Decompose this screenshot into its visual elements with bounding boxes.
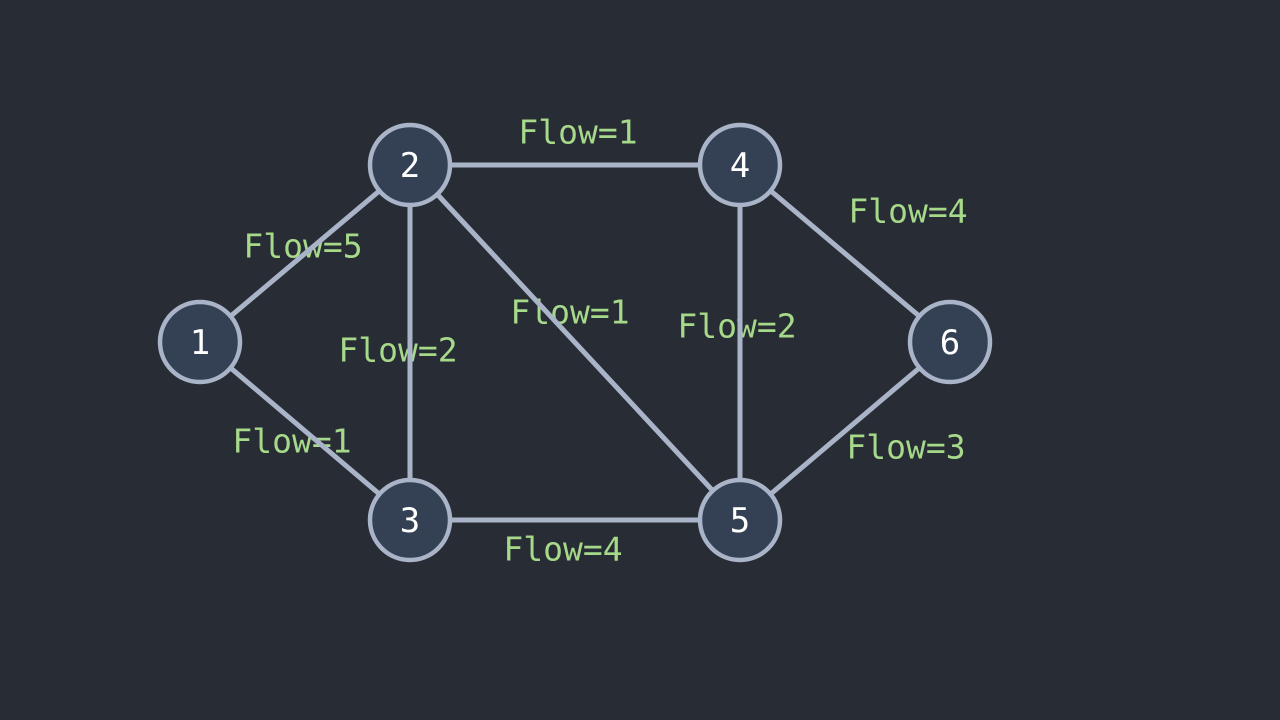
edge-label-4-6: Flow=4 <box>848 192 967 231</box>
node-4-label: 4 <box>730 146 750 186</box>
edge-1-3[interactable] <box>197 339 413 523</box>
edge-layer <box>197 162 953 523</box>
node-5-circle[interactable] <box>697 477 783 563</box>
node-3[interactable]: 3 <box>367 477 453 563</box>
node-6-label: 6 <box>940 323 960 363</box>
node-6-circle[interactable] <box>907 299 993 385</box>
node-4-circle[interactable] <box>697 122 783 208</box>
node-layer: 1 2 3 4 5 6 <box>157 122 993 563</box>
node-1-label: 1 <box>190 323 210 363</box>
edge-label-5-6: Flow=3 <box>846 428 965 467</box>
edge-5-6[interactable] <box>737 339 953 523</box>
node-1-circle[interactable] <box>157 299 243 385</box>
edge-1-2[interactable] <box>197 162 413 345</box>
node-2-label: 2 <box>400 146 420 186</box>
node-2[interactable]: 2 <box>367 122 453 208</box>
node-1[interactable]: 1 <box>157 299 243 385</box>
node-5[interactable]: 5 <box>697 477 783 563</box>
node-2-circle[interactable] <box>367 122 453 208</box>
node-3-circle[interactable] <box>367 477 453 563</box>
node-4[interactable]: 4 <box>697 122 783 208</box>
edge-label-1-2: Flow=5 <box>243 227 362 266</box>
edge-label-2-3: Flow=2 <box>338 331 457 370</box>
edge-2-5[interactable] <box>407 162 743 523</box>
edge-label-2-4: Flow=1 <box>518 113 637 152</box>
node-3-label: 3 <box>400 501 420 541</box>
edge-label-4-5: Flow=2 <box>677 307 796 346</box>
edge-4-6[interactable] <box>737 162 953 345</box>
edge-label-layer: Flow=5 Flow=1 Flow=2 Flow=1 Flow=1 Flow=… <box>232 113 967 569</box>
edge-label-2-5: Flow=1 <box>510 293 629 332</box>
edge-label-3-5: Flow=4 <box>503 530 622 569</box>
node-6[interactable]: 6 <box>907 299 993 385</box>
node-5-label: 5 <box>730 501 750 541</box>
